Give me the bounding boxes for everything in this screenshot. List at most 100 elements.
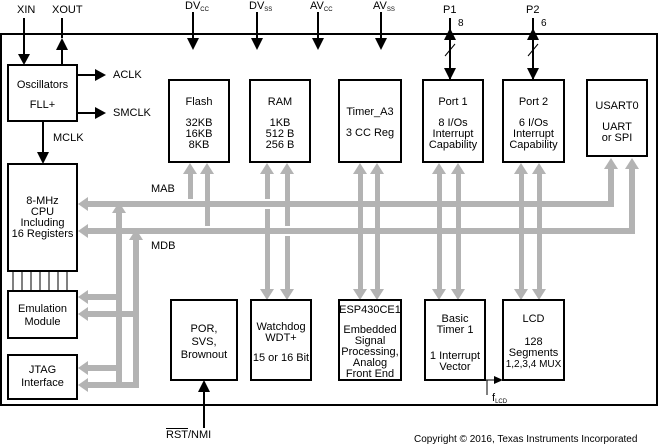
lcd-title: LCD [522, 313, 545, 325]
oscillators-block [7, 64, 78, 122]
port2-ios: 6 I/Os [518, 117, 549, 129]
port2-interrupt: Interrupt [513, 128, 554, 140]
watchdog-bits: 15 or 16 Bit [252, 352, 310, 364]
mab-spine-arrow [112, 202, 126, 213]
cpu-emulation-lines [12, 271, 68, 291]
jtag-mdb-arrow [78, 378, 88, 392]
esp-block [338, 299, 402, 381]
esp-line-5: Analog [352, 357, 388, 369]
por-line-1: POR, [190, 323, 218, 335]
emul-mdb-arrow [78, 307, 88, 321]
ram-256b: 256 B [265, 139, 295, 151]
p2-label: P2 [526, 4, 540, 16]
avss-label: AVSS [373, 0, 395, 13]
esp-title: ESP430CE1 [339, 304, 401, 316]
esp-line-2: Embedded [343, 324, 397, 336]
flash-block [168, 79, 230, 163]
por-line-2: SVS, [191, 336, 217, 348]
ram-title: RAM [267, 96, 293, 108]
jtag-mdb-link [86, 382, 139, 388]
flash-16kb: 16KB [185, 128, 213, 140]
lcd-128: 128 [524, 336, 543, 348]
emulation-line-1: Emulation [18, 303, 67, 315]
jtag-mab-link [86, 365, 119, 371]
ram-block [249, 79, 311, 163]
watchdog-wdt: WDT+ [265, 332, 297, 344]
chip-outline [0, 33, 658, 406]
usart-title: USART0 [595, 100, 639, 112]
jtag-line-1: JTAG [28, 364, 57, 376]
usart-uart: UART [602, 121, 632, 133]
mab-arrow-left [78, 197, 88, 211]
basic-timer-line-4: Vector [439, 361, 471, 373]
por-block [170, 299, 238, 381]
mab-bus [86, 201, 614, 207]
emulation-block [7, 290, 78, 339]
smclk-label: SMCLK [113, 107, 151, 119]
dvcc-label: DVCC [185, 0, 209, 13]
timer-cc: 3 CC Reg [345, 127, 395, 139]
mdb-arrow-left [78, 224, 88, 238]
osc-fll: FLL+ [29, 99, 56, 111]
mdb-label: MDB [151, 240, 176, 252]
p1-width: 8 [458, 18, 464, 29]
osc-title: Oscillators [16, 79, 69, 91]
usart-block [586, 79, 648, 157]
cpu-line-4: 16 Registers [11, 228, 74, 240]
signal-arrows [18, 12, 539, 428]
emul-mab-arrow [78, 290, 88, 304]
lcd-mux: 1,2,3,4 MUX [505, 359, 562, 370]
flash-8kb: 8KB [188, 139, 210, 151]
port2-block [502, 79, 565, 163]
esp-line-6: Front End [345, 368, 395, 380]
emul-mab-link [86, 294, 119, 300]
jtag-block [7, 354, 78, 400]
cpu-block [7, 163, 78, 272]
rst-nmi-label: RST/NMI [166, 429, 212, 441]
emulation-line-2: Module [24, 316, 61, 328]
cpu-line-1: 8-MHz [26, 195, 59, 207]
avcc-label: AVCC [310, 0, 333, 13]
port1-interrupt: Interrupt [432, 128, 474, 140]
por-line-3: Brownout [180, 349, 228, 361]
copyright-notice: Copyright © 2016, Texas Instruments Inco… [414, 434, 638, 445]
mclk-label: MCLK [53, 132, 84, 144]
timer-block [338, 79, 402, 163]
cpu-line-2: CPU [30, 206, 55, 218]
mab-label: MAB [151, 183, 175, 195]
dvss-label: DVSS [249, 0, 273, 13]
xout-label: XOUT [52, 4, 83, 16]
ram-1kb: 1KB [269, 117, 291, 129]
emul-mdb-link [86, 311, 136, 317]
watchdog-block [250, 299, 312, 381]
flash-32kb: 32KB [185, 117, 213, 129]
basic-timer-line-1: Basic [441, 313, 469, 325]
jtag-line-2: Interface [21, 377, 64, 389]
port1-block [422, 79, 484, 163]
usart-spi: or SPI [601, 132, 633, 144]
basic-timer-line-3: 1 Interrupt [429, 350, 481, 362]
jtag-mab-arrow [78, 361, 88, 375]
flash-title: Flash [185, 96, 213, 108]
port1-title: Port 1 [438, 96, 468, 108]
cpu-line-3: Including [20, 217, 65, 229]
lcd-segments: Segments [508, 347, 559, 359]
port2-capability: Capability [509, 139, 558, 151]
ram-512b: 512 B [265, 128, 295, 140]
esp-line-4: Processing, [341, 346, 399, 358]
port2-title: Port 2 [518, 96, 549, 108]
xin-label: XIN [17, 4, 36, 16]
p1-label: P1 [443, 4, 457, 16]
basic-timer-line-2: Timer 1 [436, 324, 474, 336]
mdb-spine-arrow [129, 229, 143, 240]
port1-ios: 8 I/Os [438, 117, 468, 129]
esp-line-3: Signal [354, 335, 386, 347]
p2-width: 6 [541, 18, 547, 29]
timer-title: Timer_A3 [346, 106, 394, 118]
flcd-label: fLCD [492, 392, 508, 405]
aclk-label: ACLK [113, 69, 142, 81]
basic-timer-block [424, 299, 486, 381]
port1-capability: Capability [428, 139, 478, 151]
bus-network [78, 158, 639, 392]
